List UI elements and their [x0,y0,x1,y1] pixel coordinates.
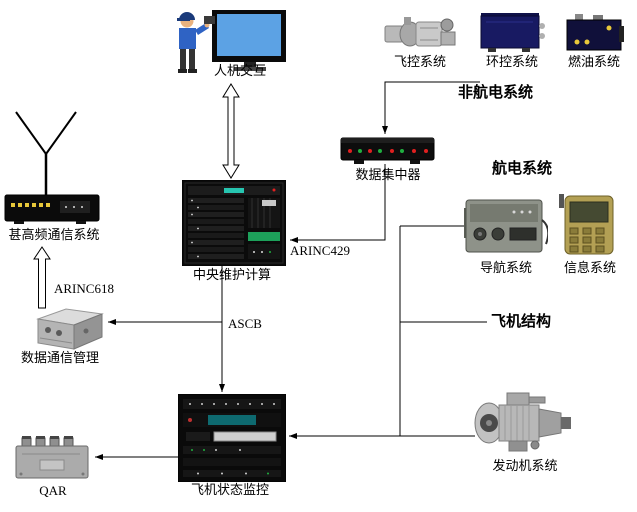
node-status-monitor-graphic [177,393,287,487]
connector-concentrator-to-cmc-arinc429 [290,164,386,243]
vhf-unit-icon [4,194,100,224]
label-bus-ascb: ASCB [228,316,262,331]
label-bus-arinc618: ARINC618 [54,281,114,296]
label-data-concentrator: 数据集中器 [355,167,421,182]
label-qar: QAR [39,483,67,498]
fuel-unit-icon [566,14,624,51]
node-data-comm-mgmt-graphic [32,305,106,356]
node-information-graphic [553,192,627,265]
connector-non-avionics-to-concentrator [382,81,480,134]
monitor-rack-icon [177,393,287,483]
antenna-icon [15,111,77,196]
person-at-monitor-icon [177,10,286,73]
node-qar-graphic [12,432,94,487]
label-avionics-group: 航电系统 [492,161,553,177]
label-engine: 发动机系统 [492,458,558,473]
node-env-control-graphic [478,8,548,59]
node-cmc-graphic [181,179,287,271]
node-vhf-box-graphic [4,192,102,231]
data-concentrator-icon [340,137,435,164]
label-bus-arinc429: ARINC429 [290,243,350,258]
connector-hmi-cmc-double-arrow [222,83,240,179]
node-hmi-graphic [162,8,288,89]
node-engine-graphic [473,385,573,464]
label-env-control: 环控系统 [485,54,538,69]
lru-box-icon [36,308,104,350]
label-vhf-comm: 甚高频通信系统 [8,227,100,242]
label-hmi: 人机交互 [213,63,266,78]
label-fuel: 燃油系统 [567,54,620,69]
turboshaft-engine-icon [474,392,571,452]
actuator-icon [384,17,456,47]
label-data-comm-mgmt: 数据通信管理 [20,350,99,365]
node-flight-control-graphic [383,12,459,59]
env-control-unit-icon [480,13,545,52]
node-data-concentrator-graphic [340,134,436,173]
server-rack-icon [181,179,287,267]
node-navigation-graphic [464,190,550,263]
label-navigation: 导航系统 [479,260,532,275]
label-aircraft-structure-group: 飞机结构 [491,314,552,330]
handheld-terminal-icon [559,194,614,255]
label-flight-control: 飞控系统 [393,54,446,69]
node-vhf-antenna-graphic [8,108,88,201]
connector-dcm-to-vhf-arrow [33,246,51,309]
node-fuel-graphic [563,12,627,59]
nav-radio-icon [464,199,550,253]
qar-unit-icon [15,436,89,479]
label-non-avionics-group: 非航电系统 [458,85,534,101]
label-information: 信息系统 [563,260,616,275]
label-status-monitor: 飞机状态监控 [190,482,269,497]
label-cmc: 中央维护计算 [192,267,271,282]
